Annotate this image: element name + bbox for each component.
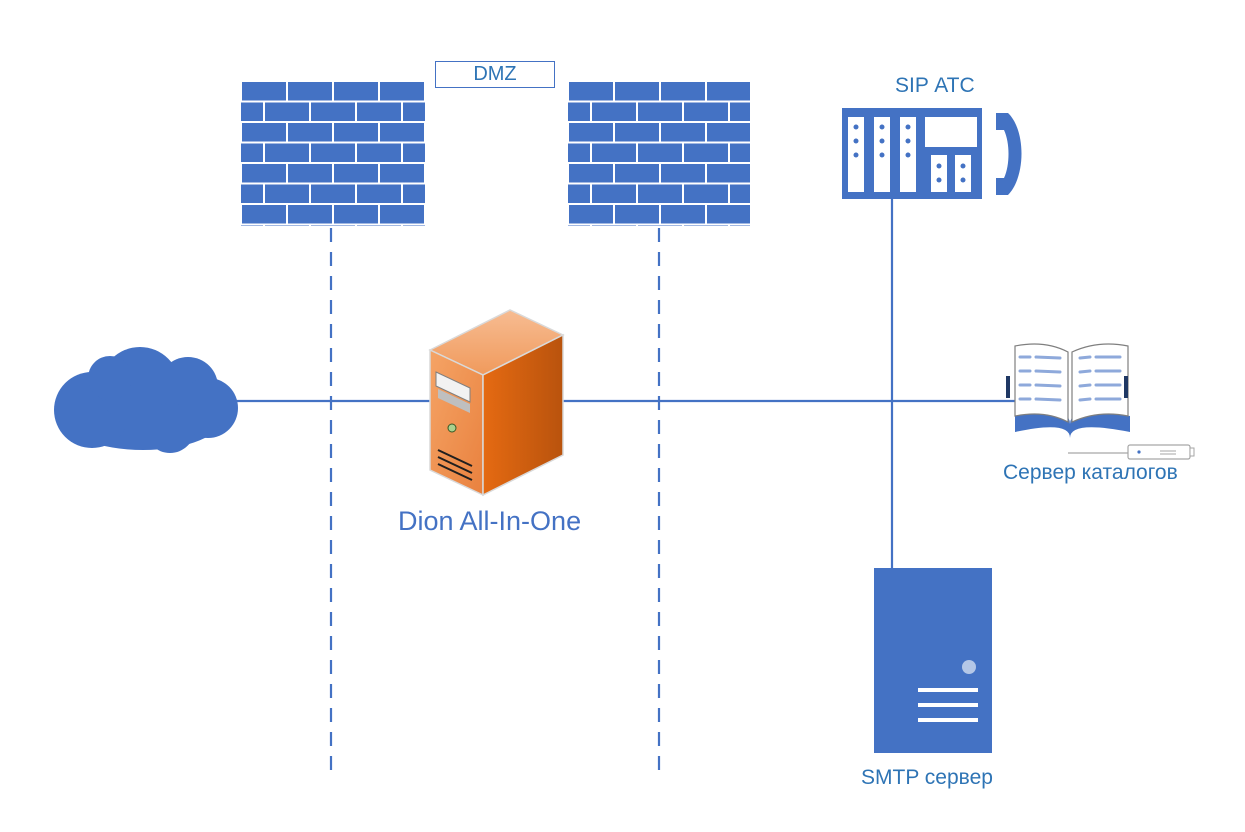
sip-pbx-label: SIP АТС [895,74,975,97]
server-label: Dion All-In-One [398,506,582,536]
catalog-server-label: Сервер каталогов [1003,461,1178,484]
smtp-server-icon [874,568,992,753]
dmz-label-box: DMZ [435,61,555,88]
sip-pbx-icon [842,108,1022,199]
firewall-left-icon [241,81,425,226]
server-tower-icon [428,309,565,497]
internet-cloud-icon [54,347,238,453]
dmz-label: DMZ [473,63,517,85]
smtp-server-label: SMTP сервер [861,766,993,789]
firewall-right-icon [568,81,750,226]
directory-book-icon [1006,343,1195,460]
